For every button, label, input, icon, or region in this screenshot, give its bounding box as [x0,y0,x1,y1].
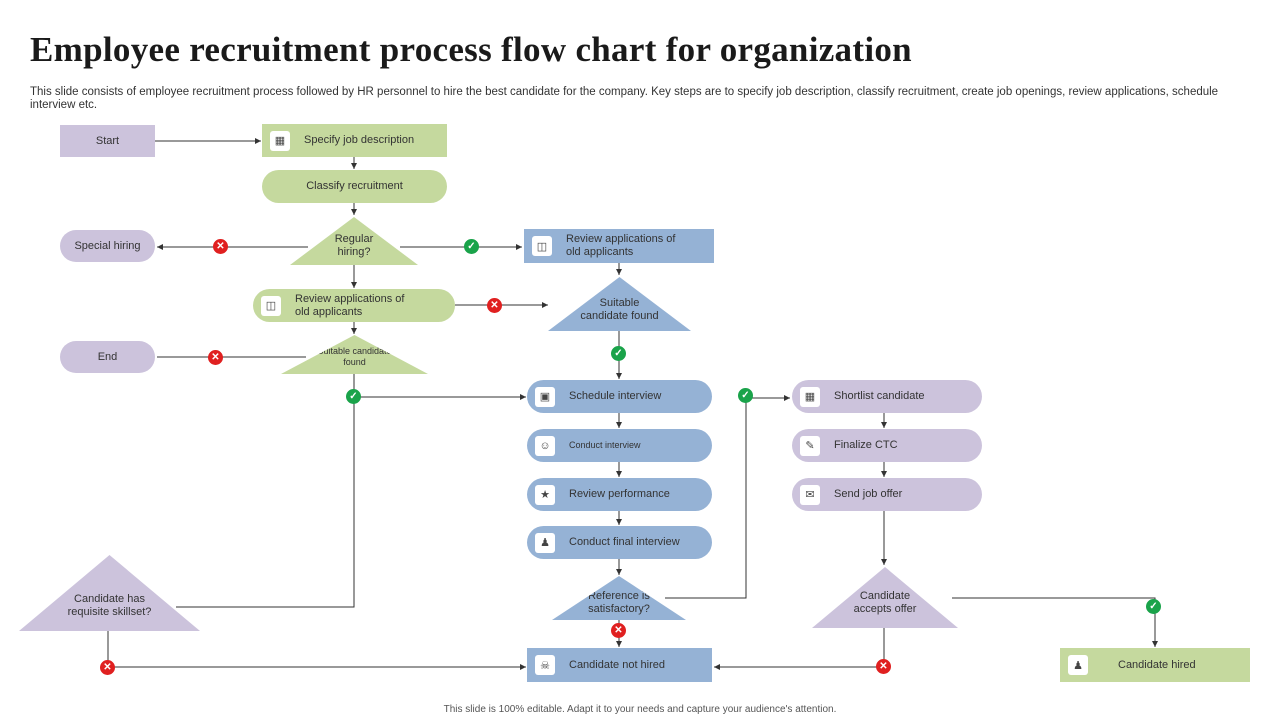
node-review-applications-right: ◫ Review applications of old applicants [524,229,714,263]
interview-icon: ☺ [535,435,555,456]
node-schedule-interview: ▣ Schedule interview [527,380,712,413]
node-specify-job-description: ▦ Specify job description [262,124,447,157]
node-classify-recruitment: Classify recruitment [262,170,447,203]
shortlist-icon: ▦ [800,386,820,407]
no-icon: ✕ [611,623,626,638]
calendar-icon: ▣ [535,386,555,407]
people-icon: ♟ [535,532,555,553]
no-icon: ✕ [487,298,502,313]
node-finalize-ctc: ✎ Finalize CTC [792,429,982,462]
connector-reference-shortlist [665,395,790,599]
yes-icon: ✓ [464,239,479,254]
node-review-performance: ★ Review performance [527,478,712,511]
performance-icon: ★ [535,484,555,505]
yes-icon: ✓ [611,346,626,361]
node-start: Start [60,125,155,157]
connector-suitable-left-schedule [353,374,526,400]
node-send-job-offer: ✉ Send job offer [792,478,982,511]
connector-accepts-not-hired [714,628,885,670]
applications-icon: ◫ [261,295,281,316]
team-icon: ♟ [1068,655,1088,675]
connector-skillset-not-hired [107,631,526,670]
page-title: Employee recruitment process flow chart … [30,30,912,69]
document-icon: ▦ [270,130,290,151]
node-review-applications-left: ◫ Review applications of old applicants [253,289,455,322]
contract-icon: ✎ [800,435,820,456]
node-candidate-hired: ♟ Candidate hired [1060,648,1250,682]
node-end: End [60,341,155,373]
no-icon: ✕ [100,660,115,675]
node-candidate-not-hired: ☠ Candidate not hired [527,648,712,682]
no-icon: ✕ [208,350,223,365]
node-conduct-interview: ☺ Conduct interview [527,429,712,462]
connector-accepts-hired [952,597,1158,647]
footer-note: This slide is 100% editable. Adapt it to… [443,704,837,715]
yes-icon: ✓ [738,388,753,403]
rejected-user-icon: ☠ [535,655,555,675]
offer-icon: ✉ [800,484,820,505]
yes-icon: ✓ [1146,599,1161,614]
applications-icon: ◫ [532,236,552,256]
no-icon: ✕ [213,239,228,254]
node-shortlist-candidate: ▦ Shortlist candidate [792,380,982,413]
page-subtitle: This slide consists of employee recruitm… [30,86,1219,111]
yes-icon: ✓ [346,389,361,404]
no-icon: ✕ [876,659,891,674]
connector-suitable-left-skillset [176,397,355,608]
node-special-hiring: Special hiring [60,230,155,262]
node-conduct-final-interview: ♟ Conduct final interview [527,526,712,559]
